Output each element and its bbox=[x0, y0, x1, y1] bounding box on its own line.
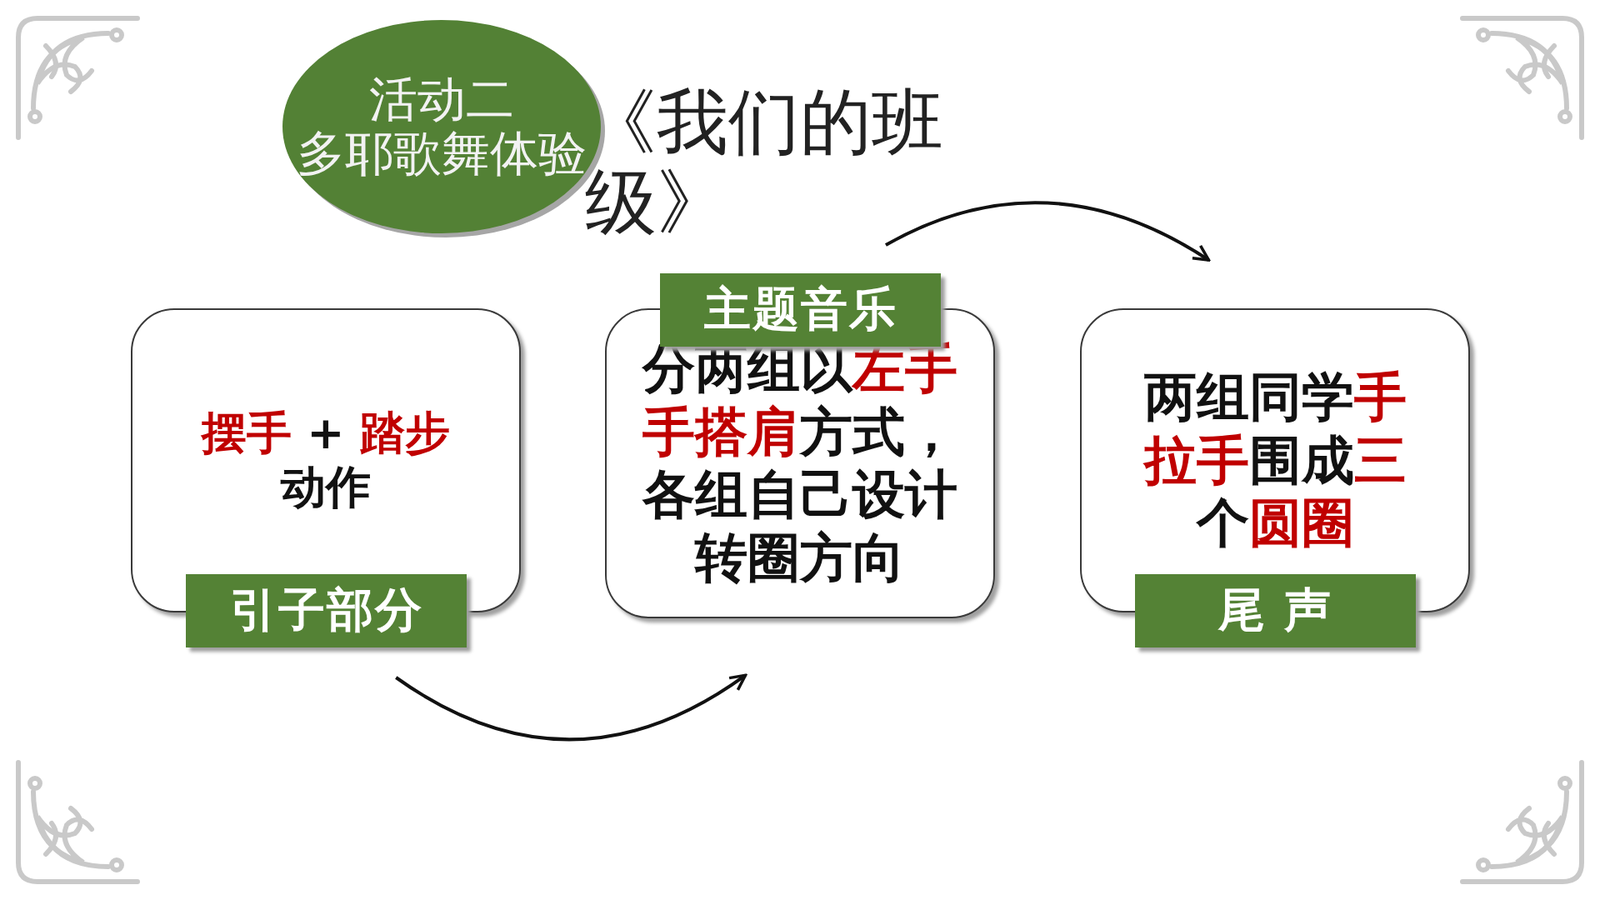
activity-ellipse: 活动二多耶歌舞体验 bbox=[280, 18, 603, 235]
text-run: 动作 bbox=[280, 460, 371, 514]
highlight-run: 摆手 bbox=[201, 406, 292, 460]
text-run: 围成 bbox=[1249, 430, 1355, 491]
text-run: 两组同学 bbox=[1144, 366, 1355, 428]
text-run: + bbox=[291, 406, 361, 460]
highlight-run: 三 bbox=[1354, 430, 1407, 491]
stage-label-tab: 主题音乐 bbox=[660, 273, 941, 347]
stage-description: 两组同学手拉手围成三个圆圈 bbox=[1133, 365, 1417, 555]
activity-number: 活动二 bbox=[369, 72, 515, 127]
flow-arrow bbox=[395, 675, 745, 740]
slide-title: 《我们的班级》 bbox=[585, 81, 960, 243]
activity-name: 多耶歌舞体验 bbox=[296, 126, 587, 181]
stage-description: 分两组以左手手搭肩方式，各组自己设计转圈方向 bbox=[633, 337, 967, 590]
stage-description: 摆手 + 踏步动作 bbox=[184, 406, 468, 515]
highlight-run: 圆圈 bbox=[1249, 492, 1355, 554]
text-run: 个 bbox=[1196, 492, 1250, 554]
stage-label-tab: 引子部分 bbox=[185, 574, 467, 648]
stage-box: 摆手 + 踏步动作引子部分 bbox=[130, 308, 521, 613]
highlight-run: 踏步 bbox=[360, 406, 450, 460]
text-run: 分两组以 bbox=[642, 338, 853, 400]
stage-box: 两组同学手拉手围成三个圆圈尾 声 bbox=[1080, 308, 1470, 613]
flow-arrow bbox=[885, 202, 1209, 260]
stage-box: 分两组以左手手搭肩方式，各组自己设计转圈方向主题音乐 bbox=[605, 308, 995, 619]
stage-label-tab: 尾 声 bbox=[1135, 574, 1416, 648]
